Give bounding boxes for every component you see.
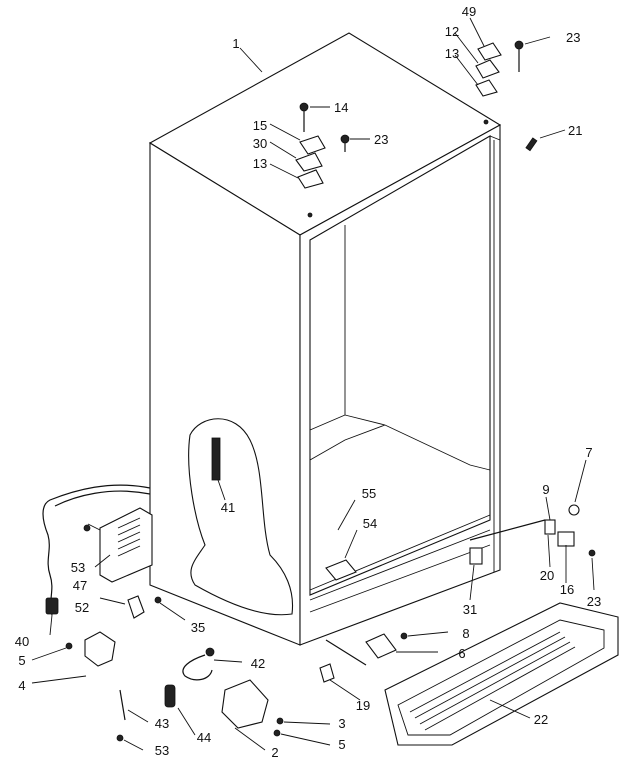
callout-31: 31 (463, 602, 477, 617)
callout-7: 7 (585, 445, 592, 460)
callout-47: 47 (73, 578, 87, 593)
callout-41: 41 (221, 500, 235, 515)
grille-vents (409, 631, 576, 731)
parts-under-cabinet (319, 547, 483, 683)
callout-6: 6 (458, 646, 465, 661)
callout-20: 20 (540, 568, 554, 583)
callout-53: 53 (155, 743, 169, 758)
callout-4: 4 (18, 678, 25, 693)
callout-54: 54 (363, 516, 377, 531)
callout-53: 53 (71, 560, 85, 575)
callout-52: 52 (75, 600, 89, 615)
callout-13: 13 (445, 46, 459, 61)
callout-15: 15 (253, 118, 267, 133)
callout-22: 22 (534, 712, 548, 727)
bracket-52 (127, 595, 162, 619)
callout-19: 19 (356, 698, 370, 713)
callout-1: 1 (232, 36, 239, 51)
callout-12: 12 (445, 24, 459, 39)
callout-8: 8 (462, 626, 469, 641)
leader-lines (31, 17, 595, 751)
callout-23: 23 (566, 30, 580, 45)
callout-2: 2 (271, 745, 278, 760)
callout-55: 55 (362, 486, 376, 501)
top-hinge-left (295, 102, 350, 218)
callout-9: 9 (542, 482, 549, 497)
callout-14: 14 (334, 100, 348, 115)
callout-44: 44 (197, 730, 211, 745)
callout-42: 42 (251, 656, 265, 671)
callout-labels: 1 49 12 13 23 14 15 23 30 13 21 41 55 54… (15, 4, 601, 760)
grille-22 (384, 602, 619, 746)
callout-23: 23 (587, 594, 601, 609)
callout-5: 5 (18, 653, 25, 668)
callout-3: 3 (338, 716, 345, 731)
callout-40: 40 (15, 634, 29, 649)
callout-21: 21 (568, 123, 582, 138)
top-hinge-right (475, 40, 538, 152)
relay-cover (83, 507, 153, 583)
callout-43: 43 (155, 716, 169, 731)
power-cord (42, 484, 151, 616)
cabinet (148, 32, 502, 646)
callout-13: 13 (253, 156, 267, 171)
callout-35: 35 (191, 620, 205, 635)
callout-23: 23 (374, 132, 388, 147)
drain-components (65, 631, 284, 742)
callout-30: 30 (253, 136, 267, 151)
callout-5: 5 (338, 737, 345, 752)
callout-49: 49 (462, 4, 476, 19)
callout-16: 16 (560, 582, 574, 597)
